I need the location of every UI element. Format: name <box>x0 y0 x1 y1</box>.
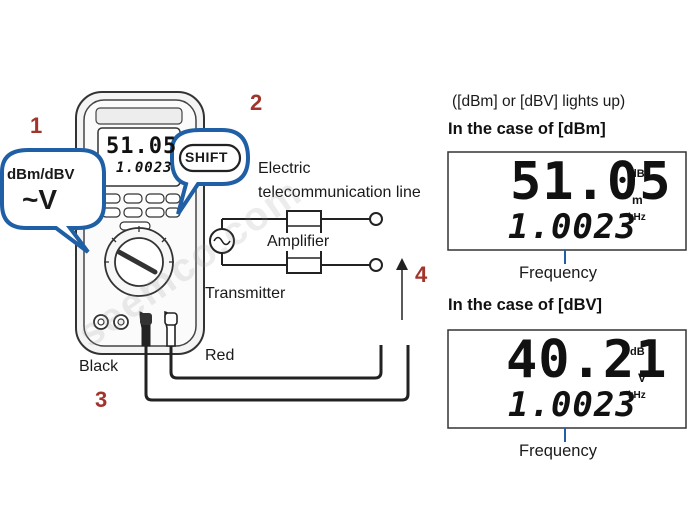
input-jack <box>113 314 129 330</box>
dbv-unit-v: V <box>638 371 647 385</box>
meter-button <box>165 193 181 204</box>
meter-button <box>145 193 165 204</box>
meter-button <box>123 207 143 218</box>
dbm-heading: In the case of [dBm] <box>448 120 606 138</box>
dbv-frequency-reading: 1.0023 <box>508 385 637 425</box>
dbm-display-panel <box>447 151 687 251</box>
transmitter-label: Transmitter <box>205 285 286 302</box>
meter-display-sub: 1.0023 <box>116 160 173 176</box>
black-lead-label: Black <box>79 358 119 375</box>
terminal-upper <box>369 212 383 226</box>
lights-up-note: ([dBm] or [dBV] lights up) <box>452 93 626 110</box>
meter-top-panel <box>95 107 183 125</box>
dbm-unit-khz: kHz <box>628 212 646 223</box>
dbm-frequency-caption: Frequency <box>519 264 597 282</box>
dbm-unit-m: m <box>632 193 643 207</box>
black-lead-wire <box>144 345 410 402</box>
dbv-display-panel <box>447 329 687 429</box>
line-label-2: telecommunication line <box>258 184 421 201</box>
amplifier-label: Amplifier <box>266 233 331 251</box>
rotary-dial-pointer <box>116 249 158 275</box>
meter-button <box>123 193 143 204</box>
dbv-main-reading: 40.21 <box>506 330 668 390</box>
mode-callout-symbol: ~V <box>22 184 58 215</box>
line-label-1: Electric <box>258 160 311 177</box>
mode-callout-label: dBm/dBV <box>7 166 75 183</box>
step-number-1: 1 <box>30 113 43 138</box>
dbv-frequency-caption: Frequency <box>519 442 597 460</box>
step-number-2: 2 <box>250 90 263 115</box>
red-lead-label: Red <box>205 347 235 364</box>
dbv-unit-db: dB <box>630 346 645 358</box>
input-jack <box>93 314 109 330</box>
meter-button <box>145 207 165 218</box>
black-probe-head <box>140 313 152 325</box>
dbm-main-reading: 51.05 <box>510 152 672 212</box>
mode-callout-bubble <box>0 148 106 254</box>
dbv-heading: In the case of [dBV] <box>448 296 603 314</box>
shift-key-label: SHIFT <box>185 149 228 165</box>
red-probe-head <box>164 312 178 326</box>
step-number-4: 4 <box>415 262 428 287</box>
meter-display-main: 51.05 <box>106 134 178 159</box>
dbv-unit-khz: kHz <box>628 390 646 401</box>
shift-key-outline <box>178 143 242 173</box>
step-number-3: 3 <box>95 387 108 412</box>
terminal-lower <box>369 258 383 272</box>
dbm-unit-db: dB <box>630 168 645 180</box>
dbm-frequency-reading: 1.0023 <box>508 207 637 247</box>
red-lead-wire <box>169 345 383 380</box>
